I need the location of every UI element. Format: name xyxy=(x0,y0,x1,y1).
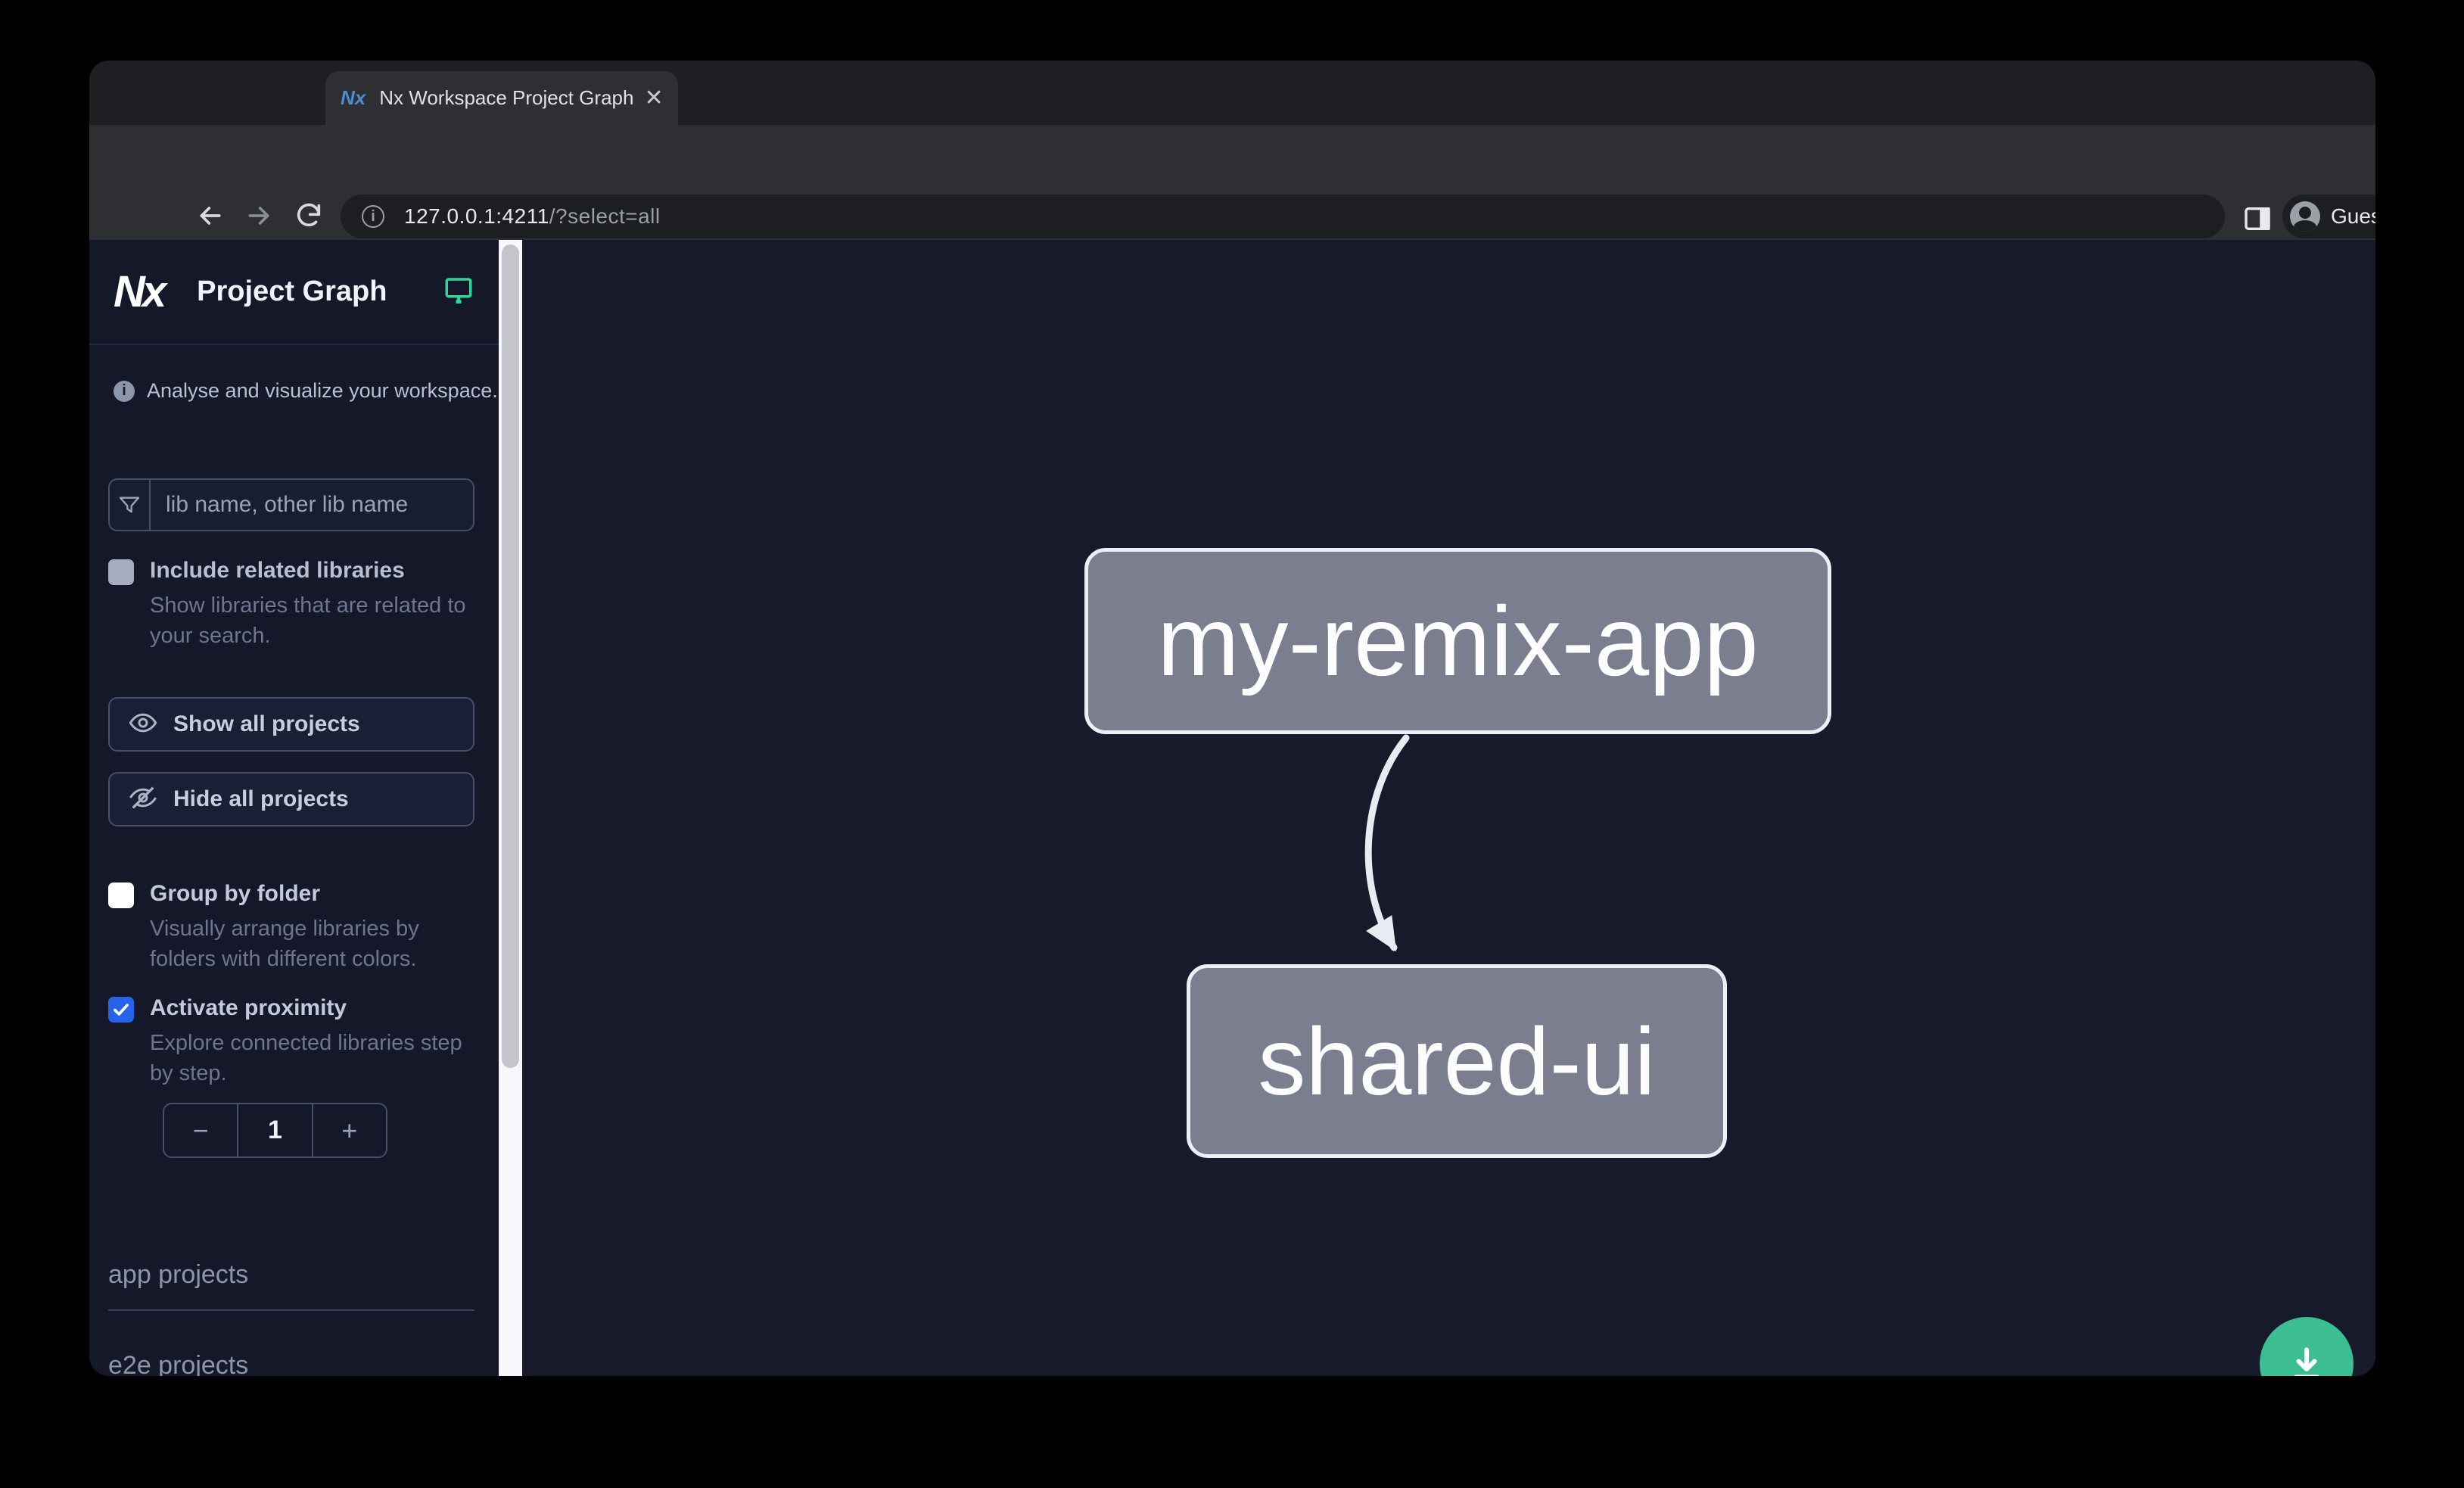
option-label: Activate proximity xyxy=(150,995,347,1020)
dark-mode-monitor-icon[interactable] xyxy=(443,274,474,310)
back-button[interactable] xyxy=(195,201,226,235)
url-host: 127.0.0.1:4211 xyxy=(404,204,549,228)
reload-button[interactable] xyxy=(294,201,324,235)
option-label: Include related libraries xyxy=(150,558,405,583)
profile-button[interactable]: Guest xyxy=(2282,195,2375,238)
search-input[interactable] xyxy=(151,492,473,518)
browser-window: Nx Nx Workspace Project Graph ✕ + i 127.… xyxy=(89,61,2375,1376)
eye-off-icon xyxy=(128,783,158,817)
forward-button[interactable] xyxy=(244,201,274,235)
download-icon xyxy=(2294,1347,2319,1376)
node-my-remix-app[interactable]: my-remix-app xyxy=(1084,548,1831,734)
activate-proximity-checkbox[interactable] xyxy=(108,997,134,1023)
info-icon: i xyxy=(114,380,135,402)
decrement-button[interactable]: − xyxy=(192,1114,209,1146)
option-label: Group by folder xyxy=(150,881,320,906)
site-info-icon[interactable]: i xyxy=(362,205,384,228)
section-e2e-projects[interactable]: e2e projects xyxy=(108,1351,474,1376)
activate-proximity-option: Activate proximity Explore connected lib… xyxy=(108,995,483,1088)
dependency-edge xyxy=(1364,734,1410,952)
hide-all-projects-button[interactable]: Hide all projects xyxy=(108,772,474,826)
nx-logo: Nx xyxy=(114,267,166,316)
option-description: Visually arrange libraries by folders wi… xyxy=(150,917,419,971)
sidebar-header: Nx Project Graph xyxy=(89,240,499,345)
nx-favicon-icon: Nx xyxy=(341,86,366,109)
graph-canvas[interactable]: my-remix-app shared-ui xyxy=(522,240,2375,1376)
eye-icon xyxy=(128,708,158,742)
proximity-depth-stepper: − 1 + xyxy=(163,1103,387,1158)
address-bar[interactable]: i 127.0.0.1:4211/?select=all xyxy=(341,195,2225,238)
section-app-projects[interactable]: app projects xyxy=(108,1260,474,1311)
url-path: /?select=all xyxy=(549,204,661,228)
tab-close-icon[interactable]: ✕ xyxy=(644,86,664,111)
group-by-folder-option: Group by folder Visually arrange librari… xyxy=(108,881,483,974)
tab-strip: Nx Nx Workspace Project Graph ✕ + xyxy=(89,61,2375,167)
group-by-folder-checkbox[interactable] xyxy=(108,883,134,908)
scrollbar-thumb[interactable] xyxy=(502,244,519,1068)
tagline-text: Analyse and visualize your workspace. xyxy=(147,379,498,402)
option-description: Explore connected libraries step by step… xyxy=(150,1031,462,1085)
checkbox-check-icon xyxy=(114,1004,129,1016)
option-description: Show libraries that are related to your … xyxy=(150,593,466,648)
hide-all-projects-label: Hide all projects xyxy=(173,786,349,811)
download-graph-button[interactable] xyxy=(2260,1317,2354,1376)
node-shared-ui[interactable]: shared-ui xyxy=(1187,964,1727,1158)
page-content: Nx Project Graph i Analyse and visualize… xyxy=(89,240,2375,1376)
tab-title: Nx Workspace Project Graph xyxy=(379,86,634,109)
sidebar: Nx Project Graph i Analyse and visualize… xyxy=(89,240,499,1376)
depth-value: 1 xyxy=(237,1104,311,1156)
side-panel-icon[interactable] xyxy=(2242,204,2273,238)
filter-funnel-icon xyxy=(110,480,151,530)
browser-tab[interactable]: Nx Nx Workspace Project Graph ✕ xyxy=(325,71,678,125)
include-related-libraries-option: Include related libraries Show libraries… xyxy=(108,558,483,651)
profile-label: Guest xyxy=(2331,204,2375,228)
show-all-projects-label: Show all projects xyxy=(173,711,360,736)
browser-toolbar: i 127.0.0.1:4211/?select=all Guest xyxy=(89,125,2375,240)
url-text: 127.0.0.1:4211/?select=all xyxy=(404,204,661,229)
avatar-icon xyxy=(2290,201,2320,232)
tagline-row: i Analyse and visualize your workspace. xyxy=(114,379,498,403)
sidebar-scrollbar[interactable] xyxy=(499,240,522,1376)
page-title: Project Graph xyxy=(197,275,387,307)
include-related-checkbox[interactable] xyxy=(108,559,134,585)
filter-search xyxy=(108,478,474,531)
show-all-projects-button[interactable]: Show all projects xyxy=(108,697,474,752)
increment-button[interactable]: + xyxy=(311,1104,386,1156)
